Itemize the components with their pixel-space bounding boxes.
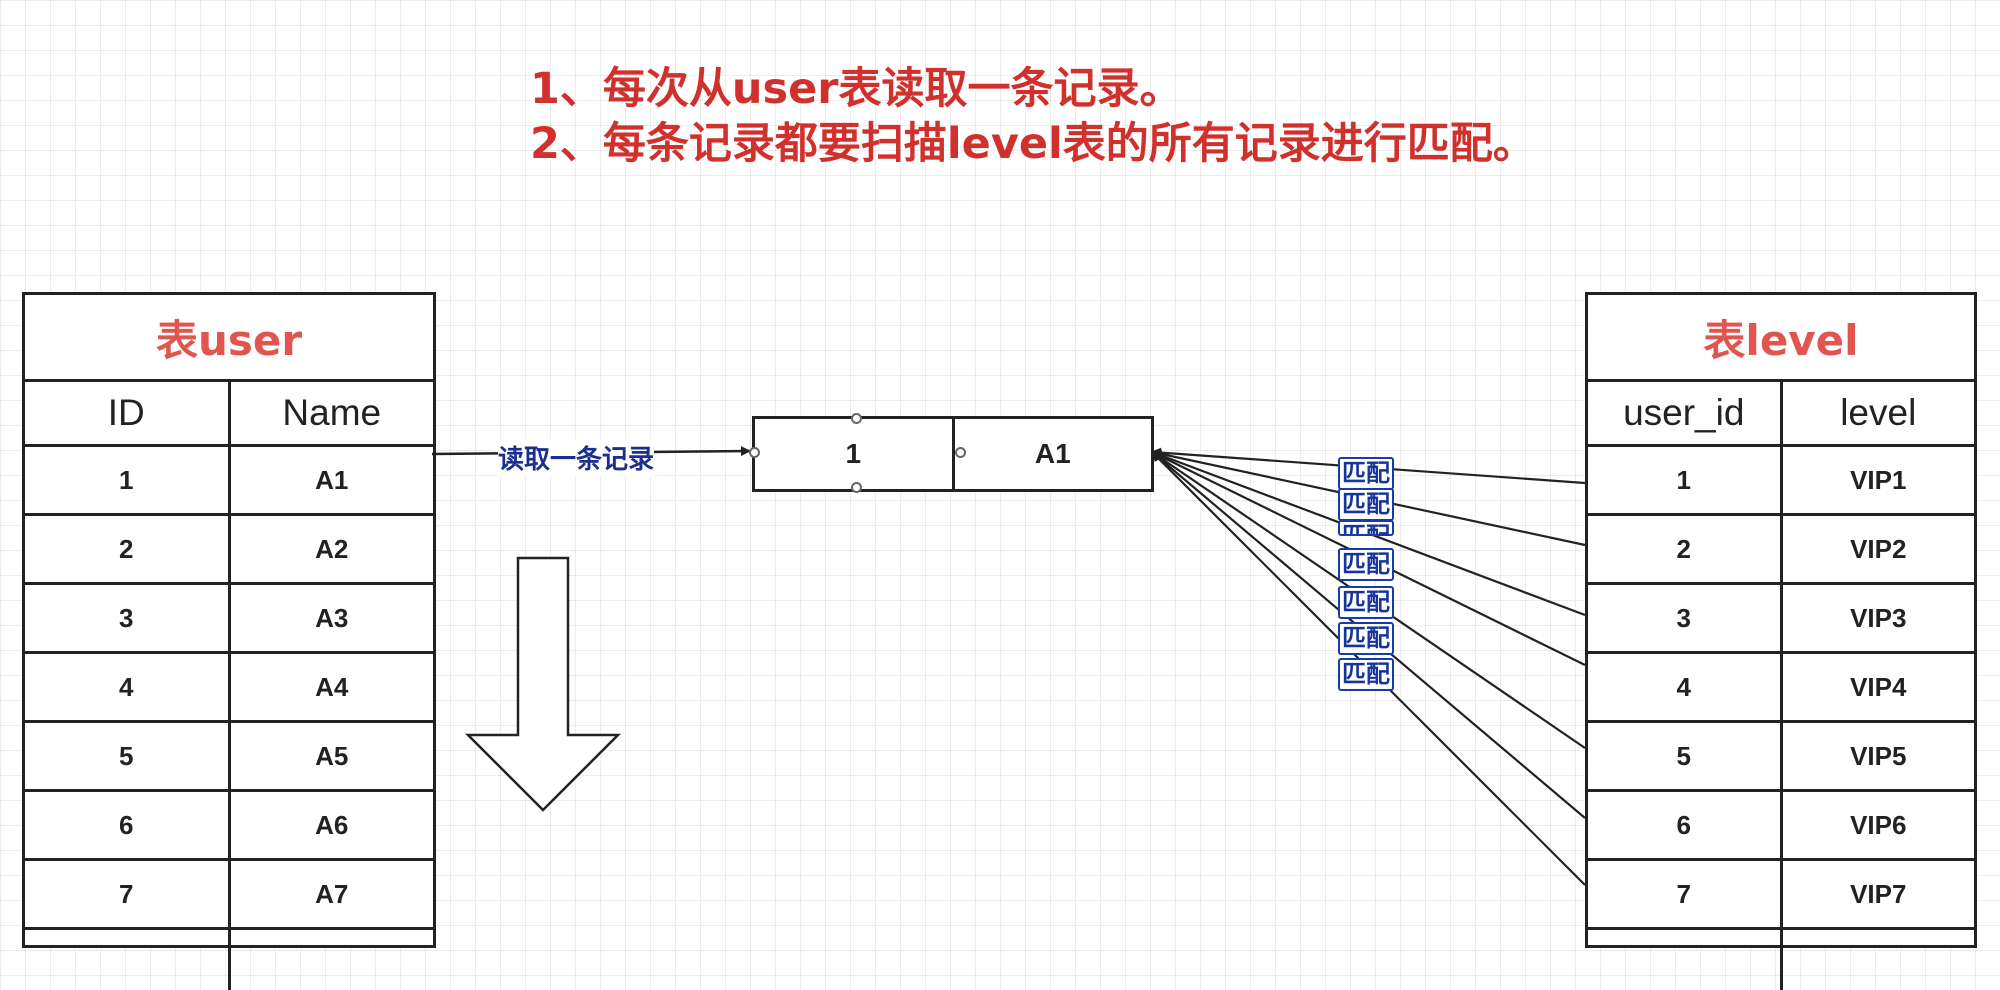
connection-point [851,482,862,493]
level-table: 表level user_id level 1 VIP1 2 VIP2 3 VIP… [1585,292,1977,990]
user-name-cell: A4 [227,654,434,720]
connection-point [749,447,760,458]
table-row: 5 VIP5 [1588,723,1974,792]
level-value-cell: VIP5 [1779,723,1975,789]
table-row: 1 VIP1 [1588,447,1974,516]
level-value-cell: VIP7 [1779,861,1975,927]
user-id-cell: 4 [119,671,134,702]
level-user-id-cell: 5 [1676,740,1691,771]
match-label: 匹配 [1338,548,1394,581]
level-value-cell: VIP2 [1779,516,1975,582]
table-row: 1 A1 [25,447,433,516]
user-id-cell: 5 [119,740,134,771]
match-label: 匹配 [1338,658,1394,691]
level-table-header: user_id level [1588,382,1974,447]
header-name: Name [227,382,434,444]
table-row: 4 VIP4 [1588,654,1974,723]
read-label: 读取一条记录 [498,439,655,476]
level-user-id-cell: 6 [1676,809,1691,840]
down-arrow-icon [464,556,622,812]
connection-point [955,447,966,458]
user-table-header: ID Name [25,382,433,447]
table-row: 4 A4 [25,654,433,723]
table-row: 2 VIP2 [1588,516,1974,585]
table-row-partial [25,930,433,990]
user-name-cell: A6 [227,792,434,858]
match-label: 匹配 [1338,488,1394,521]
header-id: ID [107,392,145,433]
level-user-id-cell: 1 [1676,464,1691,495]
table-row: 3 A3 [25,585,433,654]
match-label: 匹配 [1338,586,1394,619]
header-level: level [1779,382,1975,444]
table-row: 3 VIP3 [1588,585,1974,654]
notes: 1、每次从user表读取一条记录。 2、每条记录都要扫描level表的所有记录进… [530,62,1536,172]
note-line-1: 1、每次从user表读取一条记录。 [530,64,1183,114]
user-table-title: 表user [25,295,433,382]
current-record: 1 A1 [752,416,1154,492]
header-user-id: user_id [1623,392,1745,433]
match-label: 匹配 [1338,622,1394,655]
user-id-cell: 2 [119,533,134,564]
connection-point [851,413,862,424]
match-label: 匹配 [1338,520,1394,536]
level-value-cell: VIP3 [1779,585,1975,651]
match-label: 匹配 [1338,457,1394,490]
table-row: 6 A6 [25,792,433,861]
user-id-cell: 1 [119,464,134,495]
user-table: 表user ID Name 1 A1 2 A2 3 A3 4 A4 5 A5 6… [22,292,436,990]
user-name-cell: A2 [227,516,434,582]
table-row: 5 A5 [25,723,433,792]
user-id-cell: 6 [119,809,134,840]
table-row: 6 VIP6 [1588,792,1974,861]
user-id-cell: 7 [119,878,134,909]
connector-layer [431,446,1586,886]
user-name-cell: A5 [227,723,434,789]
user-name-cell: A3 [227,585,434,651]
user-name-cell: A1 [227,447,434,513]
table-row-partial [1588,930,1974,990]
level-user-id-cell: 7 [1676,878,1691,909]
level-table-title: 表level [1588,295,1974,382]
user-id-cell: 3 [119,602,134,633]
record-id: 1 [845,438,862,469]
level-user-id-cell: 4 [1676,671,1691,702]
table-row: 2 A2 [25,516,433,585]
note-line-2: 2、每条记录都要扫描level表的所有记录进行匹配。 [530,119,1536,170]
level-user-id-cell: 3 [1676,602,1691,633]
user-name-cell: A7 [227,861,434,927]
level-value-cell: VIP6 [1779,792,1975,858]
level-value-cell: VIP1 [1779,447,1975,513]
record-name: A1 [951,419,1152,489]
level-value-cell: VIP4 [1779,654,1975,720]
level-user-id-cell: 2 [1676,533,1691,564]
